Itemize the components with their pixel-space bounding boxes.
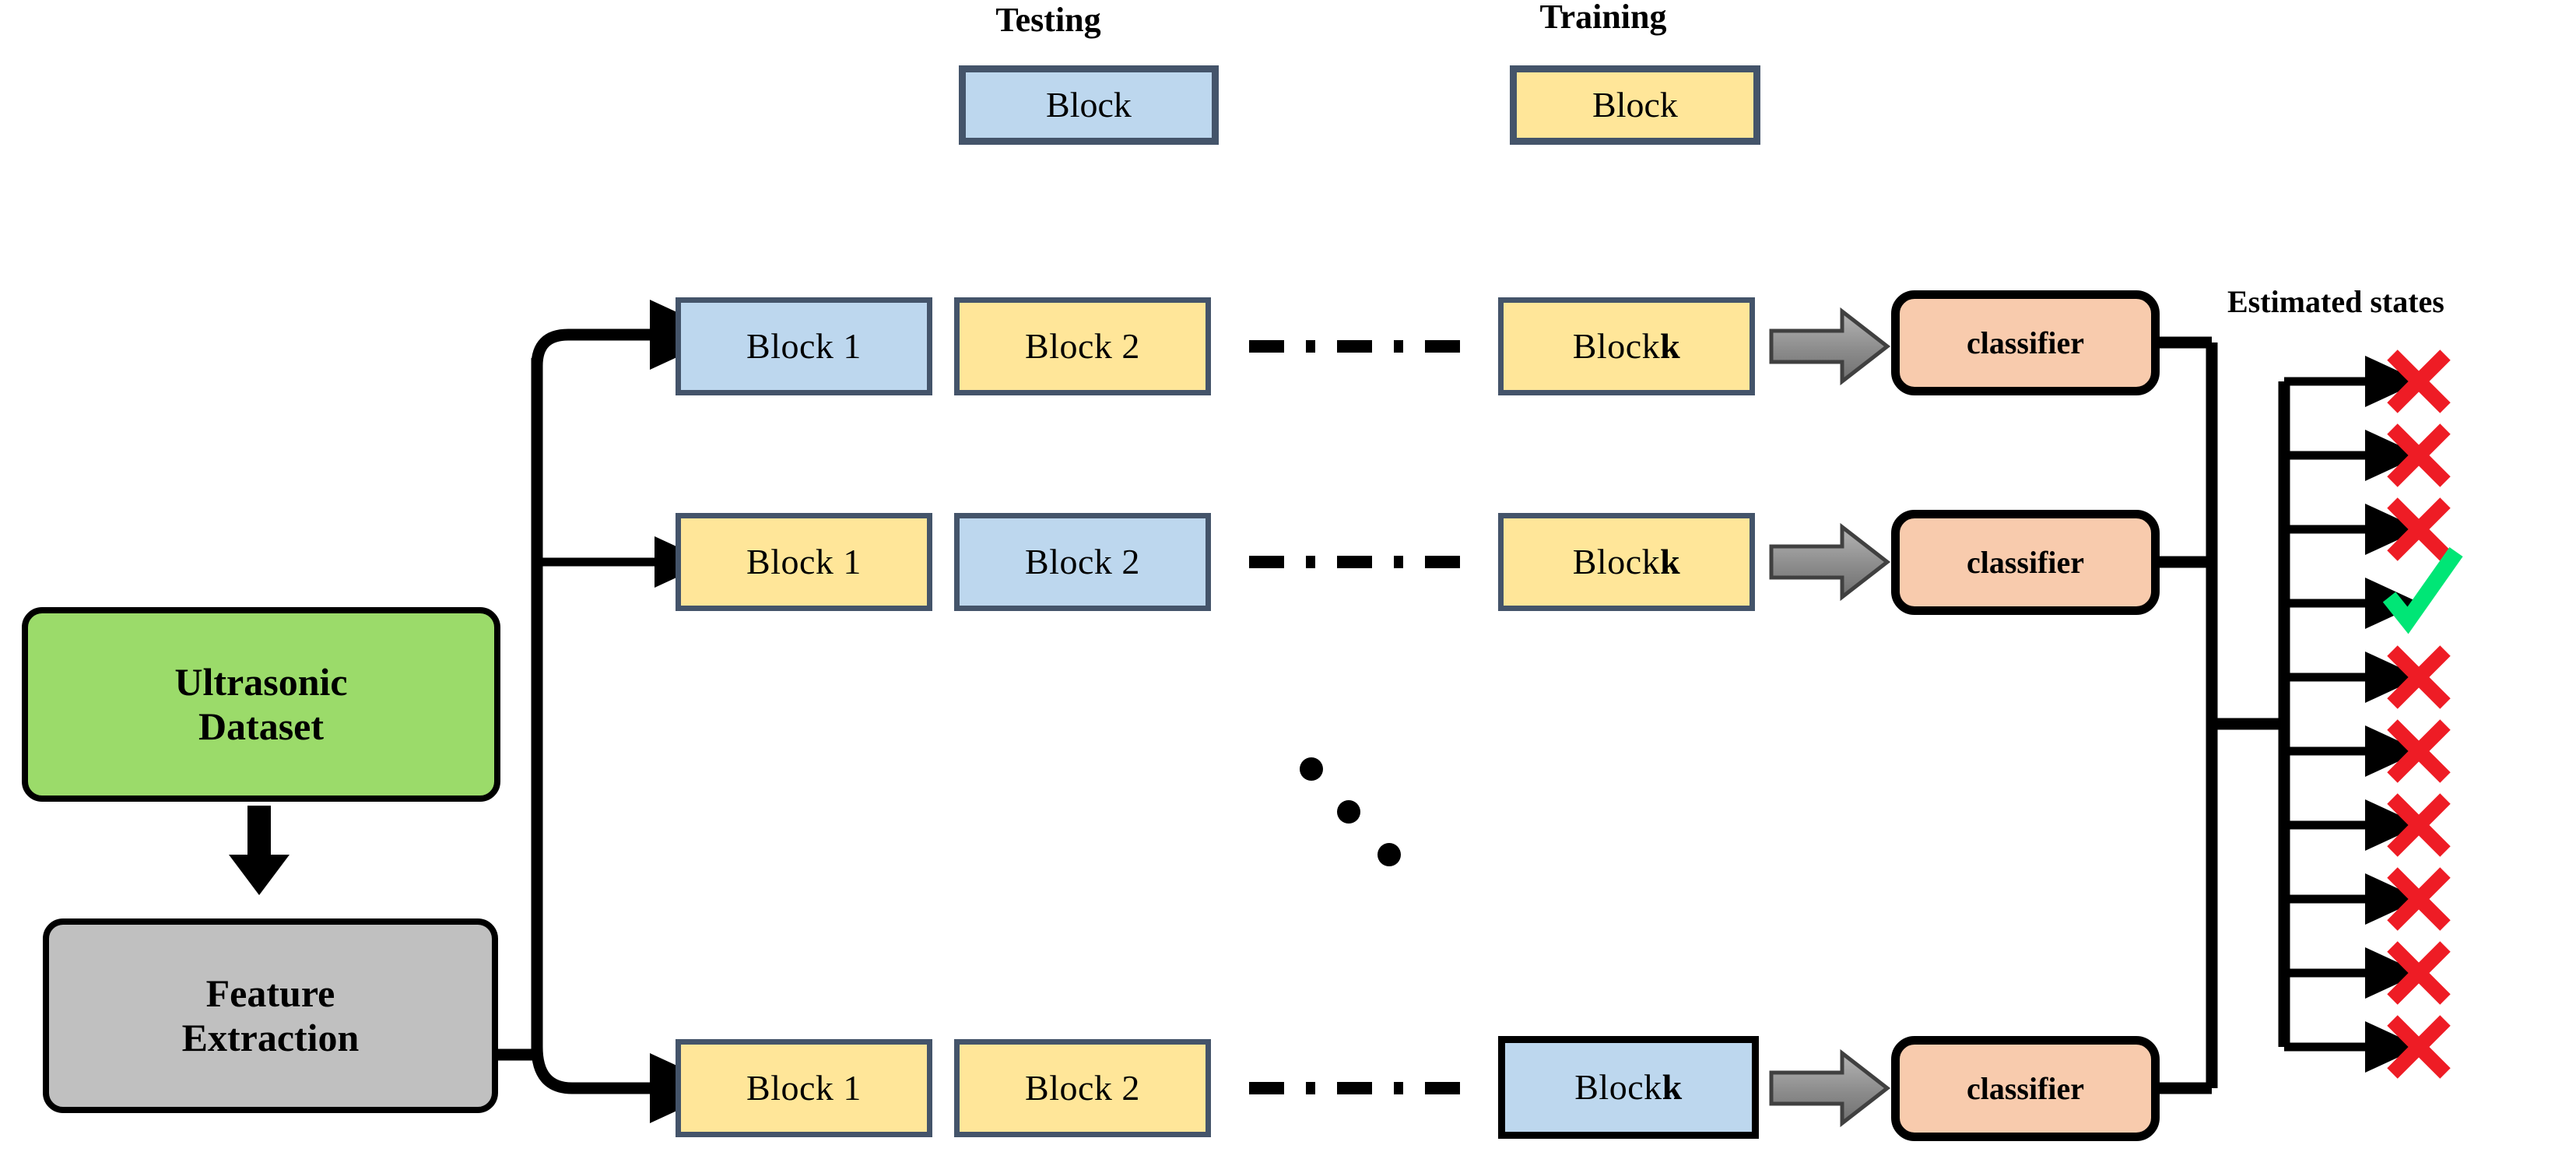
row-1-block-k-suffix: k xyxy=(1660,326,1681,366)
state-arrows xyxy=(2284,356,2421,1073)
legend-training-swatch: Block xyxy=(1510,65,1760,145)
state-cross-icon xyxy=(2387,497,2451,561)
estimated-states-title: Estimated states xyxy=(2227,284,2444,319)
feature-line-1: Feature xyxy=(205,971,335,1015)
row-2-block-k-suffix: k xyxy=(1660,542,1681,581)
state-cross-icon xyxy=(2387,793,2451,857)
fanout-bus xyxy=(498,358,543,1061)
row-3-block-2-label: Block 2 xyxy=(1025,1068,1140,1108)
vertical-ellipsis xyxy=(1300,757,1401,866)
state-cross-icon xyxy=(2387,645,2451,709)
row-2-classifier-label: classifier xyxy=(1966,544,2085,580)
row-2-classifier[interactable]: classifier xyxy=(1891,510,2160,615)
feature-line-2: Extraction xyxy=(181,1016,360,1059)
branch-row-3 xyxy=(531,1046,726,1123)
row-3-classifier-label: classifier xyxy=(1966,1070,2085,1106)
row-2-block-2-label: Block 2 xyxy=(1025,542,1140,581)
gray-block-arrow xyxy=(1769,1048,1891,1128)
row-3-block-k-prefix: Block xyxy=(1574,1067,1662,1107)
state-cross-icon xyxy=(2387,1015,2451,1079)
state-cross-icon xyxy=(2387,867,2451,931)
row-2-block-k-prefix: Block xyxy=(1572,542,1661,581)
row-3-block-2[interactable]: Block 2 xyxy=(954,1039,1211,1137)
row-3-block-1-label: Block 1 xyxy=(746,1068,862,1108)
dataset-line-2: Dataset xyxy=(198,704,325,748)
legend-training-label: Block xyxy=(1592,85,1678,125)
row-3-classifier[interactable]: classifier xyxy=(1891,1036,2160,1141)
gray-block-arrow xyxy=(1769,307,1891,386)
state-cross-icon xyxy=(2387,423,2451,487)
state-cross-icon xyxy=(2387,349,2451,413)
row-2-block-2[interactable]: Block 2 xyxy=(954,513,1211,611)
ultrasonic-dataset-box[interactable]: Ultrasonic Dataset xyxy=(22,607,500,802)
row-2-block-1-label: Block 1 xyxy=(746,542,862,581)
state-cross-icon xyxy=(2387,719,2451,783)
row-1-block-k-prefix: Block xyxy=(1572,326,1661,366)
gray-block-arrow xyxy=(1769,522,1891,602)
legend-training-title: Training xyxy=(1539,0,1667,36)
state-cross-icon xyxy=(2387,941,2451,1005)
row-1-block-1[interactable]: Block 1 xyxy=(676,297,932,395)
legend-testing-title: Testing xyxy=(995,1,1101,39)
row-2-block-1[interactable]: Block 1 xyxy=(676,513,932,611)
row-1-block-1-label: Block 1 xyxy=(746,326,862,366)
state-marks-group xyxy=(2382,349,2463,1079)
row-1-block-k[interactable]: Block k xyxy=(1498,297,1755,395)
row-1-block-2[interactable]: Block 2 xyxy=(954,297,1211,395)
branch-row-1 xyxy=(531,300,726,370)
row-1-classifier[interactable]: classifier xyxy=(1891,290,2160,395)
row-3-block-1[interactable]: Block 1 xyxy=(676,1039,932,1137)
legend-testing-swatch: Block xyxy=(959,65,1219,145)
row-3-block-k[interactable]: Block k xyxy=(1498,1036,1759,1139)
row-3-block-k-suffix: k xyxy=(1662,1067,1683,1107)
legend-testing-label: Block xyxy=(1046,85,1132,125)
classifier-merge-bus xyxy=(2154,336,2284,1094)
row-2-block-k[interactable]: Block k xyxy=(1498,513,1755,611)
state-check-icon xyxy=(2382,546,2463,634)
dataset-line-1: Ultrasonic xyxy=(174,659,348,704)
row-1-classifier-label: classifier xyxy=(1966,325,2085,360)
row-1-block-2-label: Block 2 xyxy=(1025,326,1140,366)
feature-extraction-box[interactable]: Feature Extraction xyxy=(43,918,498,1113)
dataset-to-feature-arrow xyxy=(229,806,290,895)
